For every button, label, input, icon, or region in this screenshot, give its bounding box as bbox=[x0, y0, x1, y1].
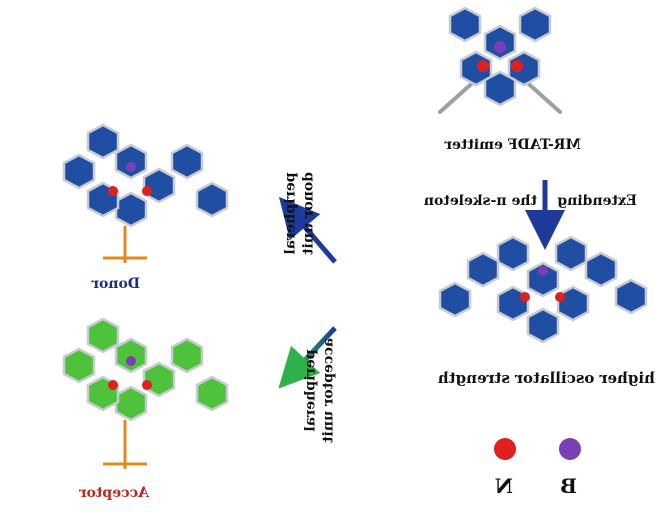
nitrogen-atom bbox=[511, 60, 523, 72]
ring bbox=[62, 153, 96, 190]
nitrogen-atom bbox=[142, 186, 152, 196]
nitrogen-atom bbox=[108, 380, 118, 390]
nitrogen-atom bbox=[477, 60, 489, 72]
ring bbox=[614, 278, 648, 315]
ring bbox=[466, 251, 500, 288]
ring bbox=[526, 261, 560, 298]
extend-label-left: Extending bbox=[557, 193, 637, 209]
donor-unit-line2: donor unit bbox=[300, 171, 316, 256]
acceptor-unit-line1: peripheral bbox=[302, 349, 319, 432]
nitrogen-legend-label: N bbox=[494, 474, 513, 498]
ring bbox=[170, 337, 204, 374]
acceptor-label: Acceptor bbox=[79, 485, 149, 501]
ring bbox=[518, 6, 552, 43]
donor-unit-line1: peripheral bbox=[282, 172, 299, 255]
boron-atom bbox=[126, 162, 136, 172]
ring bbox=[526, 307, 560, 344]
ring bbox=[170, 143, 204, 180]
acceptor-molecule bbox=[62, 317, 229, 469]
ring bbox=[62, 347, 96, 384]
nitrogen-legend-dot bbox=[494, 438, 516, 460]
nitrogen-atom bbox=[142, 380, 152, 390]
higher-oscillator-label: higher oscillator strength bbox=[437, 369, 655, 387]
acceptor-arrow bbox=[278, 326, 337, 389]
nitrogen-atom bbox=[520, 292, 530, 302]
boron-legend-dot bbox=[559, 438, 581, 460]
boron-legend-label: B bbox=[560, 474, 577, 498]
donor-substituent bbox=[103, 226, 147, 263]
ring bbox=[142, 167, 176, 204]
boron-atom bbox=[494, 41, 506, 53]
ring bbox=[195, 181, 229, 218]
acceptor-unit-label: peripheral acceptor unit bbox=[303, 316, 338, 466]
boron-atom bbox=[538, 266, 548, 276]
donor-label: Donor bbox=[91, 276, 140, 292]
ring bbox=[114, 143, 148, 180]
ring bbox=[86, 317, 120, 354]
ring bbox=[448, 6, 482, 43]
blue-rings bbox=[62, 123, 229, 228]
boron-atom bbox=[126, 356, 136, 366]
ring bbox=[483, 70, 517, 107]
emitter-label: MR-TADF emitter bbox=[444, 137, 581, 153]
donor-arrow bbox=[278, 196, 337, 264]
ring bbox=[114, 337, 148, 374]
ring bbox=[438, 281, 472, 318]
donor-molecule bbox=[62, 123, 229, 263]
green-rings bbox=[62, 317, 229, 422]
donor-unit-label: peripheral donor unit bbox=[283, 154, 318, 274]
ring bbox=[142, 361, 176, 398]
ring bbox=[195, 375, 229, 412]
extend-label-right: the π-skeleton bbox=[423, 193, 537, 209]
mr-tadf-molecule bbox=[438, 6, 562, 114]
nitrogen-atom bbox=[108, 186, 118, 196]
acceptor-substituent bbox=[103, 420, 147, 469]
ring bbox=[86, 123, 120, 160]
acceptor-unit-line2: acceptor unit bbox=[320, 337, 336, 443]
nitrogen-atom bbox=[555, 292, 565, 302]
